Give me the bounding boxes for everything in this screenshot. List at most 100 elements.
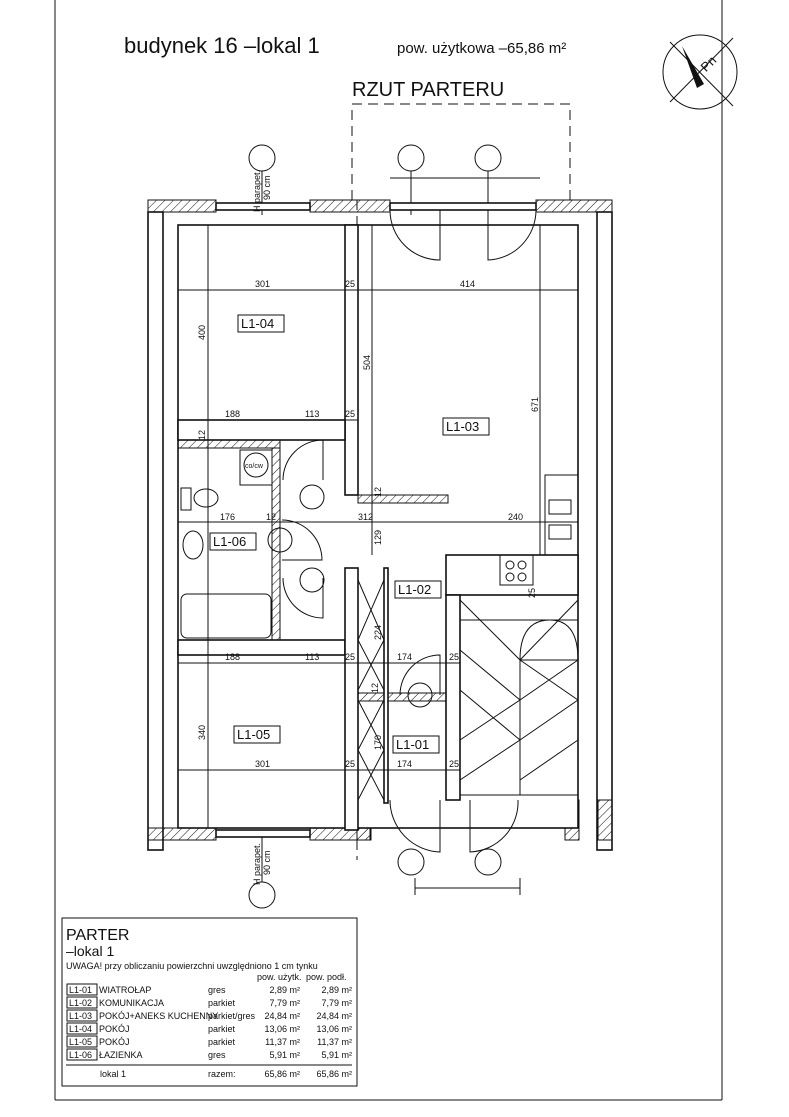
- room-code: L1-01: [69, 985, 92, 995]
- legend-heading: PARTER: [66, 927, 129, 944]
- dim-label: 113: [305, 409, 319, 419]
- legend-row: L1-05 POKÓJ parkiet 11,37 m² 11,37 m²: [66, 1035, 352, 1048]
- room-code-box: [66, 1035, 98, 1048]
- kitchen-units: [499, 474, 579, 586]
- drawing-title: budynek 16 –lokal 1: [124, 33, 320, 58]
- usable-area: 13,06 m²: [264, 1024, 300, 1034]
- dim-label: 25: [345, 409, 355, 419]
- legend-subheading: –lokal 1: [66, 943, 114, 959]
- usable-area: 7,79 m²: [269, 998, 300, 1008]
- room-name: KOMUNIKACJA: [99, 998, 164, 1008]
- usable-area: 2,89 m²: [269, 985, 300, 995]
- floor-area: 2,89 m²: [321, 985, 352, 995]
- dim-label: 129: [373, 530, 383, 545]
- total-floor: 65,86 m²: [316, 1069, 352, 1079]
- dim-label: 176: [220, 512, 235, 522]
- room-code-box: [66, 1009, 98, 1022]
- dim-label: 170: [373, 735, 383, 750]
- room-code: L1-05: [69, 1037, 92, 1047]
- room-label-l1-02: L1-02: [398, 582, 431, 597]
- porch-outline: [351, 103, 571, 200]
- bathroom-fixtures: co/cw: [180, 449, 273, 639]
- legend-row: L1-04 POKÓJ parkiet 13,06 m² 13,06 m²: [66, 1022, 352, 1035]
- room-code-box: [66, 1022, 98, 1035]
- room-code: L1-06: [69, 1050, 92, 1060]
- dim-label: 174: [397, 759, 412, 769]
- room-name: POKÓJ: [99, 1037, 130, 1047]
- legend-rows: L1-01 WIATROŁAP gres 2,89 m² 2,89 m² L1-02 KOM…: [66, 983, 352, 1061]
- page-frame: [54, 0, 723, 1101]
- dim-label: 25: [449, 652, 459, 662]
- dim-label: 25: [449, 759, 459, 769]
- room-code: L1-02: [69, 998, 92, 1008]
- plan-name: RZUT PARTERU: [352, 79, 504, 101]
- dim-label: 25: [345, 279, 355, 289]
- floor-material: gres: [208, 1050, 226, 1060]
- dim-label: 174: [397, 652, 412, 662]
- room-code-box: [66, 983, 98, 996]
- dim-label: 671: [530, 397, 540, 412]
- dim-label: 240: [508, 512, 523, 522]
- dimension-lines: [178, 225, 578, 828]
- dim-label: 25: [527, 588, 537, 598]
- dim-label: 301: [255, 759, 270, 769]
- total-usable: 65,86 m²: [264, 1069, 300, 1079]
- floor-material: parkiet: [208, 998, 236, 1008]
- room-label-l1-05: L1-05: [237, 727, 270, 742]
- room-label-l1-06: L1-06: [213, 534, 246, 549]
- floor-area: 13,06 m²: [316, 1024, 352, 1034]
- parapet-note-top: H parapet.: [252, 170, 262, 212]
- parapet-note-bottom: H parapet.: [252, 843, 262, 885]
- dim-label: 224: [373, 625, 383, 640]
- dim-label: 12: [197, 430, 207, 440]
- legend-total-row: lokal 1 razem: 65,86 m² 65,86 m²: [66, 1064, 352, 1079]
- room-name: ŁAZIENKA: [99, 1050, 143, 1060]
- col-usable-header: pow. użytk.: [257, 972, 302, 982]
- floor-area: 5,91 m²: [321, 1050, 352, 1060]
- floor-material: parkiet: [208, 1024, 236, 1034]
- usable-area-caption: pow. użytkowa –65,86 m²: [397, 40, 566, 57]
- dim-label: 12: [266, 512, 276, 522]
- col-floor-header: pow. podł.: [306, 972, 347, 982]
- dim-label: 312: [358, 512, 373, 522]
- dim-label: 414: [460, 279, 475, 289]
- dim-label: 188: [225, 652, 240, 662]
- floor-material: parkiet: [208, 1037, 236, 1047]
- total-word: razem:: [208, 1069, 236, 1079]
- staircase: [459, 594, 579, 796]
- total-label: lokal 1: [100, 1069, 126, 1079]
- boiler-label: co/cw: [245, 463, 264, 470]
- room-name: POKÓJ: [99, 1024, 130, 1034]
- room-code-box: [66, 1048, 98, 1061]
- room-code: L1-04: [69, 1024, 92, 1034]
- parapet-height-top: 90 cm: [262, 175, 272, 200]
- dim-label: 301: [255, 279, 270, 289]
- room-label-l1-01: L1-01: [396, 737, 429, 752]
- dim-label: 113: [305, 652, 319, 662]
- usable-area: 11,37 m²: [265, 1037, 300, 1047]
- legend-note: UWAGA! przy obliczaniu powierzchni uwzgl…: [66, 961, 318, 971]
- parapet-height-bottom: 90 cm: [262, 850, 272, 875]
- usable-area: 24,84 m²: [264, 1011, 300, 1021]
- dim-label: 25: [345, 759, 355, 769]
- room-name: WIATROŁAP: [99, 985, 151, 995]
- dim-label: 504: [362, 355, 372, 370]
- dimension-labels: 301 25 414 400 504 671 188 113 25 12 176…: [197, 279, 540, 769]
- dim-label: 12: [373, 487, 383, 497]
- room-label-l1-04: L1-04: [241, 316, 274, 331]
- floor-area: 24,84 m²: [316, 1011, 352, 1021]
- floor-material: parkiet/gres: [208, 1011, 256, 1021]
- axis-markers: [248, 144, 540, 909]
- dim-label: 340: [197, 725, 207, 740]
- floor-area: 11,37 m²: [317, 1037, 352, 1047]
- room-name: POKÓJ+ANEKS KUCHENNY: [99, 1011, 218, 1021]
- dim-label: 400: [197, 325, 207, 340]
- dim-label: 25: [345, 652, 355, 662]
- doors: [267, 209, 537, 853]
- outer-walls: [147, 199, 613, 851]
